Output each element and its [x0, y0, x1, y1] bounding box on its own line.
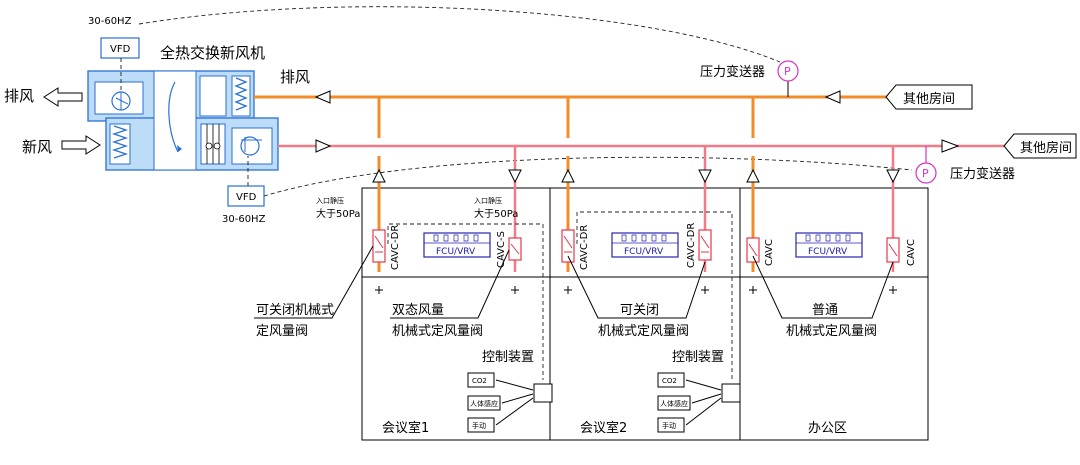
signal-line-bottom: [263, 156, 913, 197]
fcu-office: FCU/VRV: [795, 232, 863, 258]
room1-sensor-manual-label: 手动: [472, 421, 486, 430]
valve-office-exhaust-label: CAVC: [764, 239, 775, 266]
callout-normal-line1: 普通: [812, 303, 838, 318]
fresh-filter-icon: [111, 125, 129, 159]
pressure-transmitter-top: [777, 60, 799, 82]
room1-sensor-manual: [467, 417, 495, 433]
valve-room1-supply-label: CAVC-S: [496, 231, 507, 268]
valve-room2-exhaust: [561, 229, 575, 263]
inlet-pressure-2-line1: 入口静压: [474, 196, 502, 205]
vfd-top-label: VFD: [110, 44, 131, 55]
exhaust-main-label: 排风: [280, 68, 310, 86]
coil-icon: [205, 142, 213, 150]
pressure-bottom-label: 压力变送器: [950, 166, 1015, 182]
room2-sensor-manual-label: 手动: [662, 421, 676, 430]
callout-closable-line1: 可关闭机械式: [256, 303, 334, 318]
fcu-room1-label: FCU/VRV: [436, 247, 476, 257]
diffusers: [375, 286, 897, 294]
valve-room2-exhaust-label: CAVC-DR: [579, 225, 590, 270]
valve-room1-exhaust: [372, 229, 386, 263]
valve-office-supply-label: CAVC: [906, 239, 917, 266]
vfd-bottom-freq: 30-60HZ: [222, 214, 266, 225]
supply-flow-arrow-1: [315, 139, 332, 153]
valve-room2-supply: [698, 229, 712, 261]
exhaust-flow-arrow-2: [824, 90, 841, 104]
ahu-title: 全热交换新风机: [160, 44, 265, 62]
pressure-bottom-symbol: P: [922, 167, 929, 180]
supply-other-tag: [1003, 133, 1077, 159]
callout-closable2-line2: 机械式定风量阀: [598, 324, 689, 339]
room1-control-dash: [387, 223, 544, 380]
fresh-side-label: 新风: [22, 138, 52, 156]
room1-sensor-co2: [467, 372, 495, 388]
callout-normal-line2: 机械式定风量阀: [786, 324, 877, 339]
room1-sensor-body: [467, 395, 501, 411]
heat-exchanger-icon: [168, 81, 179, 153]
callout-closable-line2: 定风量阀: [256, 324, 308, 339]
room-office: [739, 187, 929, 441]
exhaust-out-arrow: [43, 87, 83, 107]
room2-sensor-manual: [657, 417, 685, 433]
pressure-top-label: 压力变送器: [700, 64, 765, 80]
supply-flow-arrow-2: [941, 139, 960, 153]
valve-room2-supply-label: CAVC-DR: [686, 223, 697, 268]
pressure-top-symbol: P: [784, 65, 791, 78]
inlet-pressure-1-line1: 入口静压: [316, 196, 344, 205]
supply-other-label: 其他房间: [1020, 140, 1072, 156]
fcu-room2-label: FCU/VRV: [624, 247, 664, 257]
fcu-office-label: FCU/VRV: [808, 247, 848, 257]
callout-closable2-line1: 可关闭: [620, 303, 659, 318]
exhaust-other-label: 其他房间: [903, 91, 955, 107]
exhaust-side-label: 排风: [4, 87, 34, 105]
signal-line-top: [138, 6, 781, 63]
office-label: 办公区: [808, 421, 847, 436]
fcu-room2: FCU/VRV: [611, 232, 679, 258]
vfd-bottom-label: VFD: [236, 192, 257, 203]
room-2-label: 会议室2: [580, 420, 627, 436]
vfd-top-freq: 30-60HZ: [88, 16, 132, 27]
room2-sensor-co2: [657, 372, 685, 388]
fcu-room1: FCU/VRV: [423, 232, 491, 258]
pressure-transmitter-bottom: [915, 162, 937, 184]
room2-control-dash: [576, 211, 733, 380]
room2-sensor-body: [657, 395, 691, 411]
room1-controller-title: 控制装置: [482, 350, 534, 365]
room-1-label: 会议室1: [382, 420, 429, 436]
room2-controller-box: [721, 383, 741, 403]
room1-sensor-co2-label: CO2: [472, 377, 487, 385]
ahu-unit: [87, 70, 279, 171]
inlet-pressure-1-line2: 大于50Pa: [316, 207, 360, 220]
exhaust-flow-arrow-1: [314, 90, 331, 104]
fresh-in-arrow: [61, 135, 101, 155]
room2-sensor-co2-label: CO2: [662, 377, 677, 385]
exhaust-other-tag: [885, 84, 973, 110]
valve-room1-exhaust-label: CAVC-DR: [390, 225, 401, 270]
room1-sensor-body-label: 人体感应: [470, 399, 498, 408]
room1-controller-box: [533, 383, 553, 403]
exhaust-filter-icon: [234, 77, 248, 111]
vfd-top-box: [100, 37, 140, 59]
inlet-pressure-2-line2: 大于50Pa: [474, 207, 518, 220]
callout-dual-line1: 双态风量: [392, 303, 444, 318]
room2-sensor-body-label: 人体感应: [660, 399, 688, 408]
callout-dual-line2: 机械式定风量阀: [392, 324, 483, 339]
room2-controller-title: 控制装置: [672, 350, 724, 365]
